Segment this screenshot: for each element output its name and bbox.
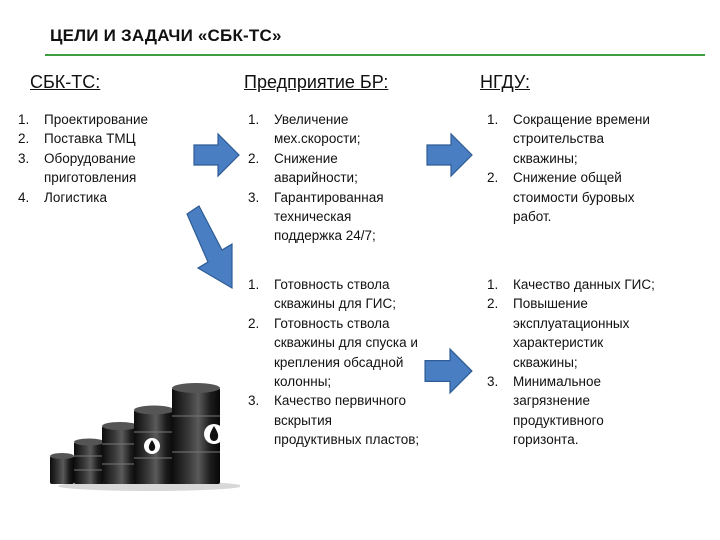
list-item: 2.Готовность ствола скважины для спуска …: [248, 315, 418, 390]
list-item: 3.Качество первичного вскрытия продуктив…: [248, 393, 420, 448]
list-item: 1.Качество данных ГИС;: [487, 277, 655, 292]
list-item: 3.Гарантированная техническая поддержка …: [248, 189, 384, 244]
page-title: ЦЕЛИ И ЗАДАЧИ «СБК-ТС»: [50, 26, 282, 45]
sbk-tasks-list: 1.Проектирование 2.Поставка ТМЦ 3.Оборуд…: [18, 110, 188, 207]
ngdu-well-quality-list: 1.Качество данных ГИС; 2.Повышение экспл…: [487, 275, 659, 450]
list-item: 3.Оборудование приготовления: [18, 150, 137, 186]
list-item: 1.Проектирование: [18, 112, 149, 127]
br-well-quality-list: 1.Готовность ствола скважины для ГИС; 2.…: [248, 275, 423, 450]
column-heading-br: Предприятие БР:: [244, 72, 389, 92]
list-item: 2.Снижение общей стоимости буровых работ…: [487, 170, 635, 225]
list-item: 1.Готовность ствола скважины для ГИС;: [248, 277, 396, 312]
br-goals-list: 1.Увеличение мех.скорости; 2.Снижение ав…: [248, 110, 416, 246]
list-item: 1.Сокращение времени строительства скваж…: [487, 112, 650, 166]
list-item: 4.Логистика: [18, 189, 108, 205]
arrow-right-icon: [424, 347, 473, 395]
arrow-diagonal-down-right-icon: [186, 205, 233, 290]
list-item: 3.Минимальное загрязнение продуктивного …: [487, 374, 604, 448]
list-item: 2.Поставка ТМЦ: [18, 131, 136, 147]
list-item: 2.Повышение эксплуатационных характерист…: [487, 296, 630, 370]
column-heading-sbk: СБК-ТС:: [30, 72, 101, 92]
arrow-right-icon: [193, 132, 240, 178]
column-heading-ngdu: НГДУ:: [480, 72, 530, 92]
list-item: 1.Увеличение мех.скорости;: [248, 112, 361, 147]
list-item: 2.Снижение аварийности;: [248, 150, 358, 186]
oil-barrels-icon: [50, 383, 240, 491]
title-divider: [45, 54, 705, 56]
arrow-right-icon: [426, 132, 473, 178]
ngdu-goals-list: 1.Сокращение времени строительства скваж…: [487, 110, 669, 226]
